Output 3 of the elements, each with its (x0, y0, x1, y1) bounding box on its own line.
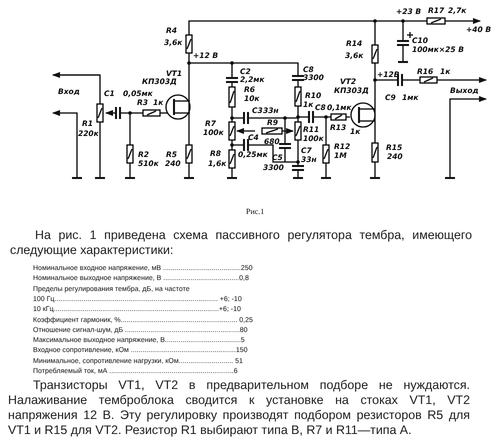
figure-caption: Рис.1 (246, 207, 264, 216)
paragraph: На рис. 1 приведена схема пассивного регулятора тембра, имеющего следующие характеристики: (10, 228, 472, 258)
paragraph: Транзисторы VT1, VT2 в предварительном подборе не нуждаются. Налаживание темброблока сводится к установке на стоках VT1, VT2 напряжения 12 В. Эту регулировку производят подбором резисторов R5 для VT1 и R15 для VT2. Резистор R1 выбирают типа В, R7 и R11—типа А. (8, 378, 470, 438)
